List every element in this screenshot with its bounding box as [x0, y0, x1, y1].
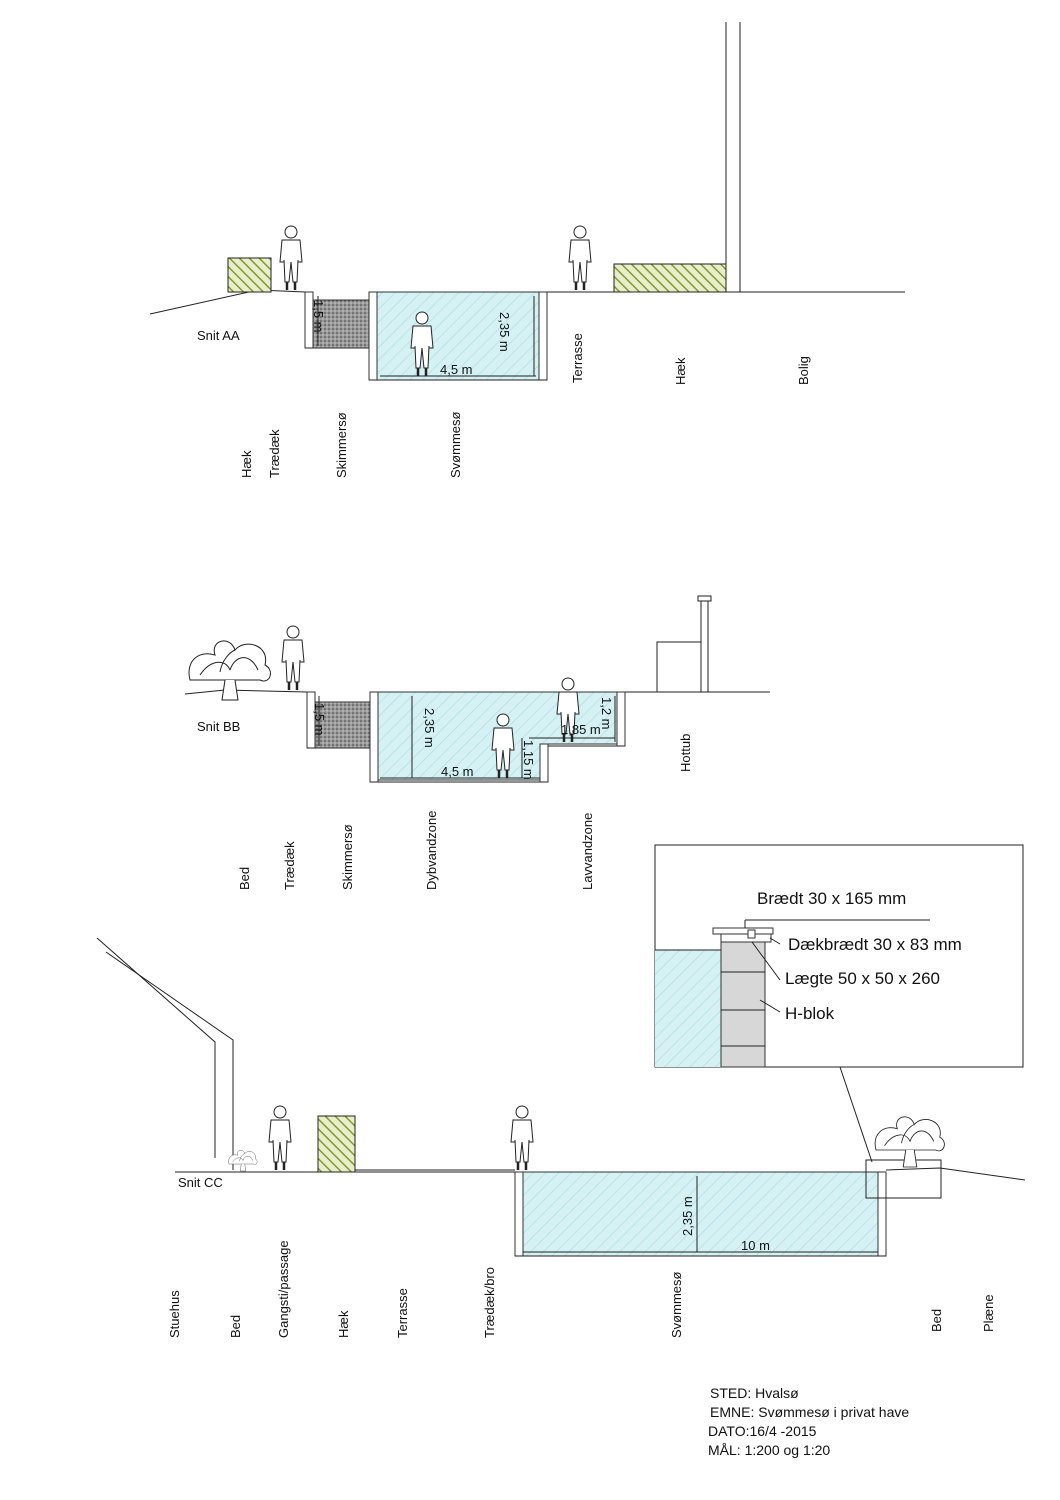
hedge-left: [227, 257, 272, 293]
label-haek: Hæk: [239, 450, 254, 478]
dim-label: 2,35 m: [497, 312, 512, 352]
label-haek-2: Hæk: [673, 357, 688, 385]
label-dybvandzone: Dybvandzone: [424, 811, 439, 891]
detail-hblock: [720, 941, 766, 1068]
detail-box: Brædt 30 x 165 mm Dækbrædt 30 x 83 mm Læ…: [654, 844, 1024, 1163]
detail-label-hblock: H-blok: [785, 1004, 835, 1023]
label-hottub: Hottub: [678, 734, 693, 772]
section-aa: Snit AA 1,5 m 2,35 m 4,5 m Hæk Trædæk Sk…: [149, 22, 905, 479]
label-traedaek-bro: Trædæk/bro: [482, 1267, 497, 1338]
title-block: STED: Hvalsø EMNE: Svømmesø i privat hav…: [708, 1385, 909, 1458]
person-icon: [567, 224, 593, 292]
label-lavvandzone: Lavvandzone: [580, 813, 595, 890]
detail-board: [712, 927, 774, 935]
person-icon: [267, 1104, 293, 1172]
pool-cc: [522, 1171, 879, 1257]
label-traedaek: Trædæk: [267, 429, 282, 478]
label-bolig: Bolig: [796, 356, 811, 385]
dim-label: 10 m: [741, 1238, 770, 1253]
bush-icon: [874, 1116, 945, 1168]
dim-label: 1,85 m: [561, 722, 601, 737]
detail-marker: [865, 1159, 942, 1199]
label-haek: Hæk: [336, 1310, 351, 1338]
label-skimmerso: Skimmersø: [334, 412, 349, 478]
label-skimmerso: Skimmersø: [340, 824, 355, 890]
section-bb: Snit BB 1,5 m 2,35 m 4,5 m 1,15 m 1,85 m…: [184, 595, 770, 891]
label-bed: Bed: [228, 1315, 243, 1338]
detail-water: [655, 950, 721, 1067]
detail-label-board: Brædt 30 x 165 mm: [757, 889, 906, 908]
dim-label: 2,35 m: [680, 1196, 695, 1236]
info-date: DATO:16/4 -2015: [708, 1423, 817, 1439]
person-icon: [509, 1104, 535, 1172]
label-terrasse: Terrasse: [395, 1288, 410, 1338]
label-bed: Bed: [237, 867, 252, 890]
label-gangsti: Gangsti/passage: [276, 1240, 291, 1338]
info-scale: MÅL: 1:200 og 1:20: [708, 1442, 830, 1458]
dim-label: 1,5 m: [312, 703, 327, 736]
dim-label: 2,35 m: [422, 708, 437, 748]
section-title: Snit AA: [197, 328, 240, 343]
label-svommeso: Svømmesø: [669, 1272, 684, 1339]
person-icon: [280, 624, 306, 692]
label-stuehus: Stuehus: [167, 1290, 182, 1338]
person-icon: [278, 224, 304, 292]
dim-label: 1,15 m: [521, 740, 536, 780]
section-cc: Snit CC 2,35 m 10 m Stuehus Bed Gangsti/…: [96, 937, 1026, 1339]
hedge: [317, 1115, 356, 1173]
dim-label: 4,5 m: [440, 362, 473, 377]
label-terrasse: Terrasse: [570, 333, 585, 383]
label-traedaek: Trædæk: [282, 841, 297, 890]
dim-label: 1,5 m: [311, 300, 326, 333]
skimmer-gravel: [314, 701, 371, 749]
section-title: Snit CC: [178, 1175, 223, 1190]
label-plaene: Plæne: [981, 1294, 996, 1332]
hedge-right: [613, 263, 727, 293]
section-title: Snit BB: [197, 719, 240, 734]
dim-label: 1,2 m: [599, 697, 614, 730]
label-bed-2: Bed: [929, 1309, 944, 1332]
detail-deck-board: [720, 933, 772, 943]
detail-label-deckboard: Dækbrædt 30 x 83 mm: [788, 935, 962, 954]
info-place: STED: Hvalsø: [710, 1385, 799, 1401]
info-subject: EMNE: Svømmesø i privat have: [710, 1404, 909, 1420]
detail-label-batten: Lægte 50 x 50 x 260: [785, 969, 940, 988]
dim-label: 4,5 m: [441, 764, 474, 779]
label-svommeso: Svømmesø: [448, 412, 463, 479]
hottub-box: [656, 641, 702, 693]
